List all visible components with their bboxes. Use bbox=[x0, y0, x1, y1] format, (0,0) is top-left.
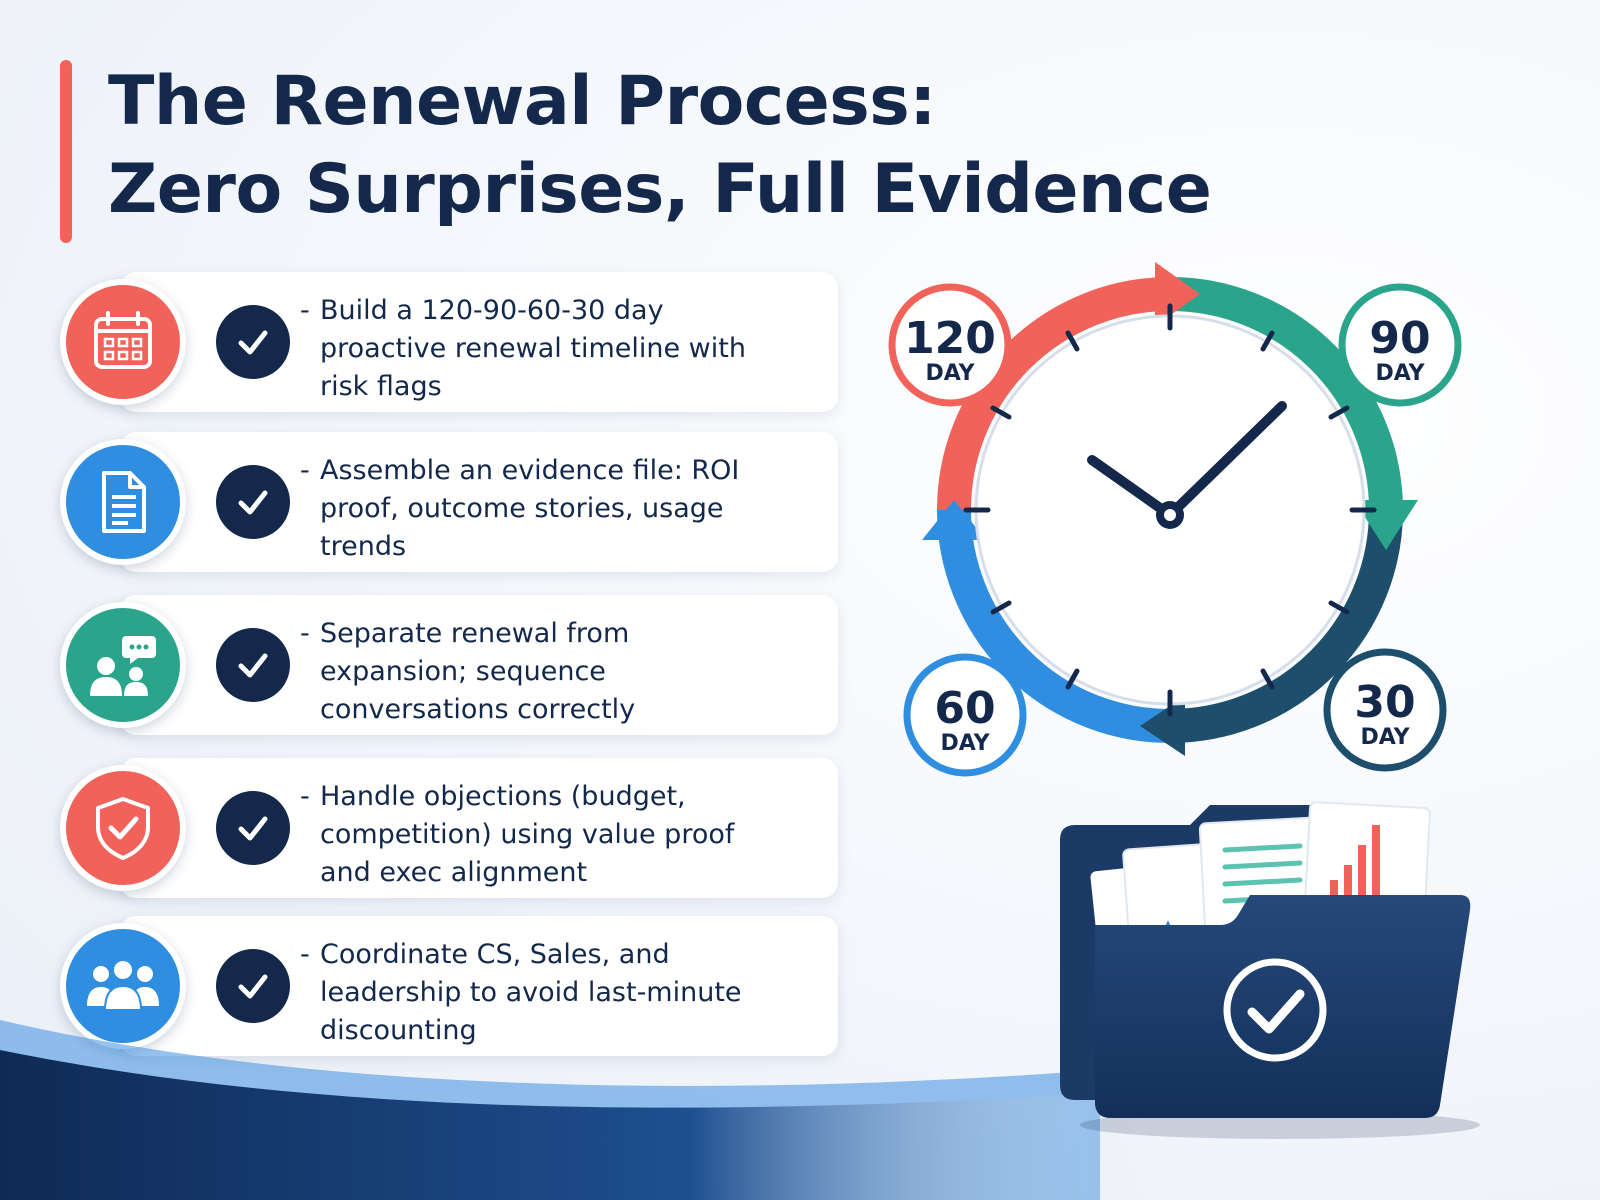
stage-60-label: 60 DAY bbox=[910, 686, 1020, 756]
step-text: - Build a 120-90-60-30 day proactive ren… bbox=[300, 292, 760, 406]
bullet-dash: - bbox=[300, 939, 310, 970]
check-icon bbox=[216, 949, 290, 1023]
check-icon bbox=[216, 305, 290, 379]
arc-30-segment bbox=[1169, 509, 1403, 743]
step-row: - Coordinate CS, Sales, and leadership t… bbox=[60, 916, 838, 1056]
stage-90-badge bbox=[1338, 283, 1462, 407]
arc-90-segment bbox=[1169, 277, 1403, 511]
check-circle-icon bbox=[1223, 958, 1327, 1062]
step-row: - Handle objections (budget, competition… bbox=[60, 758, 838, 898]
team-icon bbox=[60, 923, 186, 1049]
bullet-dash: - bbox=[300, 295, 310, 326]
title-line-1: The Renewal Process: bbox=[108, 62, 936, 141]
chat-people-icon bbox=[60, 602, 186, 728]
stage-90-label: 90 DAY bbox=[1345, 316, 1455, 386]
clock-ticks bbox=[963, 303, 1377, 717]
hour-hand bbox=[1087, 455, 1175, 520]
stage-30-badge bbox=[1323, 648, 1447, 772]
step-text: - Handle objections (budget, competition… bbox=[300, 778, 760, 892]
stage-120-label: 120 DAY bbox=[895, 316, 1005, 386]
stage-60-badge bbox=[903, 653, 1027, 777]
arc-60-segment bbox=[937, 509, 1171, 743]
shield-check-icon bbox=[60, 765, 186, 891]
title-accent-bar bbox=[60, 60, 72, 243]
arrow-head-icon bbox=[922, 500, 986, 540]
stage-unit: DAY bbox=[1360, 725, 1410, 750]
stage-number: 60 bbox=[934, 683, 996, 734]
check-icon bbox=[216, 791, 290, 865]
step-text: - Coordinate CS, Sales, and leadership t… bbox=[300, 936, 760, 1050]
step-description: Separate renewal from expansion; sequenc… bbox=[320, 618, 636, 725]
clock-icon bbox=[888, 262, 1462, 777]
stage-120-badge bbox=[888, 283, 1012, 407]
document-icon bbox=[60, 439, 186, 565]
check-icon bbox=[216, 628, 290, 702]
step-text: - Separate renewal from expansion; seque… bbox=[300, 615, 760, 729]
stage-unit: DAY bbox=[925, 361, 975, 386]
step-description: Coordinate CS, Sales, and leadership to … bbox=[320, 939, 742, 1046]
calendar-icon bbox=[60, 279, 186, 405]
step-description: Assemble an evidence file: ROI proof, ou… bbox=[320, 455, 740, 562]
step-row: - Assemble an evidence file: ROI proof, … bbox=[60, 432, 838, 572]
bullet-dash: - bbox=[300, 455, 310, 486]
bar-chart-icon bbox=[1330, 825, 1380, 905]
minute-hand bbox=[1165, 401, 1287, 520]
arrow-head-icon bbox=[1155, 262, 1200, 326]
stage-number: 30 bbox=[1354, 677, 1416, 728]
bullet-dash: - bbox=[300, 618, 310, 649]
page-title: The Renewal Process: Zero Surprises, Ful… bbox=[108, 58, 1212, 234]
stage-number: 90 bbox=[1369, 313, 1431, 364]
evidence-folder-icon bbox=[1060, 801, 1480, 1139]
stage-30-label: 30 DAY bbox=[1330, 680, 1440, 750]
arc-120-segment bbox=[937, 277, 1171, 511]
check-icon bbox=[216, 465, 290, 539]
step-row: - Separate renewal from expansion; seque… bbox=[60, 595, 838, 735]
stage-unit: DAY bbox=[940, 731, 990, 756]
step-description: Handle objections (budget, competition) … bbox=[320, 781, 735, 888]
bullet-dash: - bbox=[300, 781, 310, 812]
stage-unit: DAY bbox=[1375, 361, 1425, 386]
arrow-head-icon bbox=[1140, 696, 1185, 756]
title-line-2: Zero Surprises, Full Evidence bbox=[108, 150, 1212, 229]
stage-number: 120 bbox=[904, 313, 996, 364]
step-description: Build a 120-90-60-30 day proactive renew… bbox=[320, 295, 746, 402]
bottom-wave bbox=[0, 1020, 1150, 1200]
step-text: - Assemble an evidence file: ROI proof, … bbox=[300, 452, 760, 566]
step-row: - Build a 120-90-60-30 day proactive ren… bbox=[60, 272, 838, 412]
